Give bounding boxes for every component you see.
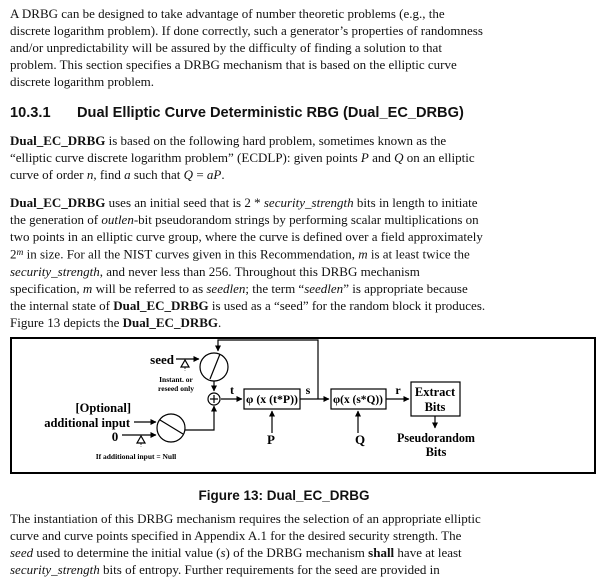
paragraph-seed-description: Dual_EC_DRBG uses an initial seed that i… [10,194,560,331]
text-line: discrete logarithm problem. [10,74,155,89]
text-line: curve of order n, find a such that Q = a… [10,167,225,182]
seed-switch [199,351,229,382]
text-line: and/or unpredictability will be assured … [10,40,442,55]
dual-ec-drbg-diagram: seed Instant. or reseed only t φ (x (t*P… [10,336,596,474]
text-line: two points in an elliptic curve group, w… [10,229,483,244]
text-line: security_strength bits of entropy. Furth… [10,561,440,577]
section-number: 10.3.1 [10,105,51,121]
paragraph-hard-problem: Dual_EC_DRBG is based on the following h… [10,132,560,183]
q-label: Q [355,432,365,447]
s-label: s [306,383,311,397]
figure-dual-ec-drbg: seed Instant. or reseed only t φ (x (t*P… [10,336,596,474]
seed-note-line2: reseed only [158,384,194,393]
null-control-triangle [135,434,147,444]
text-line: the generation of outlen-bit pseudorando… [10,212,479,227]
p-label: P [267,432,275,447]
pseudorandom-bits-label-line2: Bits [426,445,447,459]
null-note: If additional input = Null [96,452,177,461]
text-line: problem. This section specifies a DRBG m… [10,57,457,72]
switch-to-xor-up-arrow [185,405,217,431]
additional-input-switch [156,412,186,443]
text-line: Dual_EC_DRBG is based on the following h… [10,133,447,148]
figure-caption: Figure 13: Dual_EC_DRBG [198,487,370,503]
section-title: Dual Elliptic Curve Deterministic RBG (D… [77,105,464,121]
text-line: curve and curve points specified in Appe… [10,527,462,543]
text-line: 2m in size. For all the NIST curves give… [10,246,470,262]
phi-tp-box-label: φ (x (t*P)) [246,392,298,406]
t-label: t [230,383,234,397]
additional-input-label: additional input [44,416,131,430]
seed-switch-lever [209,353,221,379]
seed-control-triangle [179,358,191,368]
section-heading: 10.3.1 Dual Elliptic Curve Deterministic … [10,105,560,121]
text-line: Dual_EC_DRBG uses an initial seed that i… [10,195,478,210]
feedback-loop-line [215,338,319,399]
text-line: Figure 13 depicts the Dual_EC_DRBG. [10,314,222,330]
additional-input-switch-lever [159,418,184,435]
seed-note-line1: Instant. or [159,375,193,384]
figure-border [10,336,596,474]
seed-label: seed [150,352,175,367]
phi-sq-box-label: φ(x (s*Q)) [333,392,383,406]
paragraph-instantiation: The instantiation of this DRBG mechanism… [10,510,560,578]
text-line: specification, m will be referred to as … [10,280,468,296]
text-line: discrete logarithm problem). If done cor… [10,23,483,38]
text-line: the internal state of Dual_EC_DRBG is us… [10,297,486,313]
text-line: security_strength, and never less than 2… [10,263,420,279]
optional-label: [Optional] [75,401,131,415]
paragraph-intro: A DRBG can be designed to take advantage… [10,5,560,90]
extract-bits-label-line1: Extract [415,385,456,399]
extract-bits-label-line2: Bits [425,400,446,414]
zero-label: 0 [112,429,119,444]
text-line: The instantiation of this DRBG mechanism… [10,510,481,526]
text-line: A DRBG can be designed to take advantage… [10,6,445,21]
pseudorandom-bits-label-line1: Pseudorandom [397,431,476,445]
text-line: seed used to determine the initial value… [10,544,462,560]
text-line: “elliptic curve discrete logarithm probl… [10,150,475,165]
r-label: r [395,383,401,397]
